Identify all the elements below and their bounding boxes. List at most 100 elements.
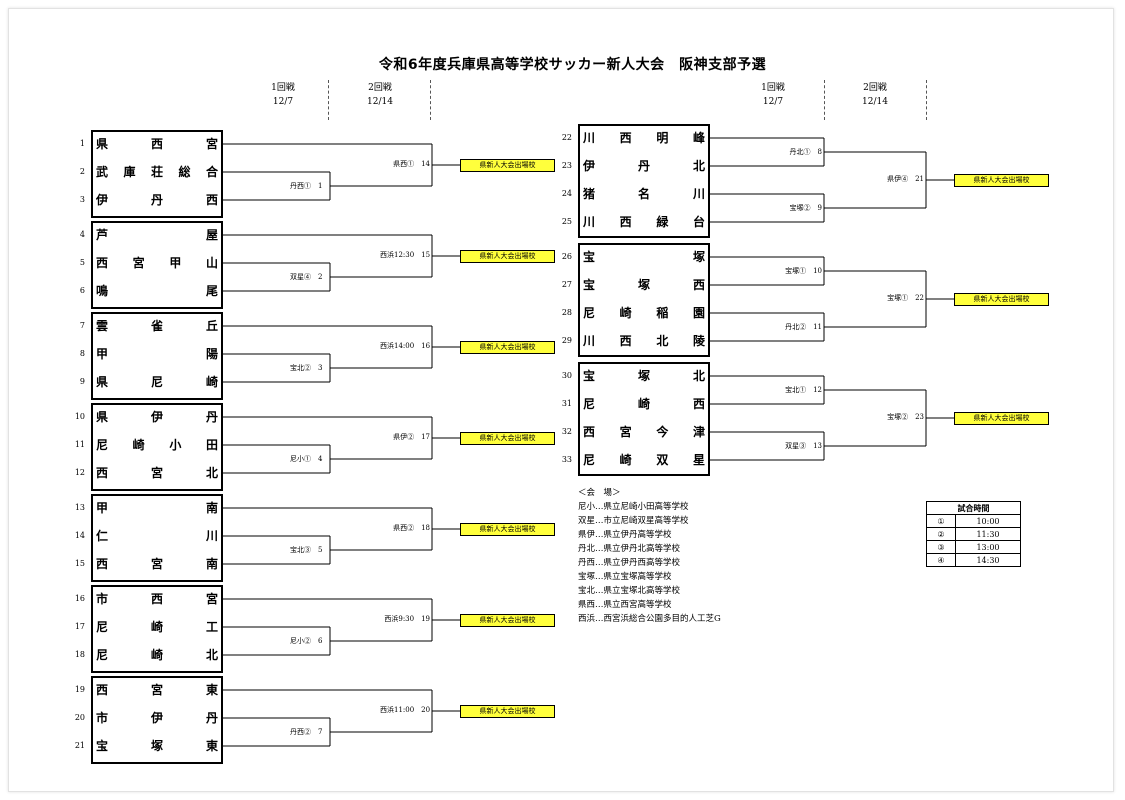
team-name-char: 宮	[150, 557, 163, 571]
second-match-label: 西浜12:30 15	[380, 251, 431, 259]
venue-item: 宝北…県立宝塚北高等学校	[578, 586, 681, 596]
team-name: 宝塚宝塚	[579, 243, 709, 271]
team-name-char: 南	[205, 501, 218, 515]
team-name-char: 明	[656, 131, 669, 145]
advance-badge: 県新人大会出場校	[460, 705, 555, 718]
advance-badge: 県新人大会出場校	[460, 341, 555, 354]
advance-badge: 県新人大会出場校	[954, 174, 1049, 187]
advance-badge: 県新人大会出場校	[460, 159, 555, 172]
team-name-char: 名	[637, 187, 650, 201]
seed-number: 18	[74, 650, 85, 659]
team-name: 西宮東西宮東	[92, 676, 222, 704]
team-name-char: 雀	[150, 319, 163, 333]
team-name-char: 崎	[150, 648, 163, 662]
team-name: 西宮甲山西宮甲山	[92, 249, 222, 277]
venue-item: 西浜…西宮浜総合公園多目的人工芝G	[578, 614, 721, 624]
time: 10:00	[955, 514, 1021, 528]
venue-heading: ＜会 場＞	[578, 488, 621, 498]
team-name-char: 塚	[692, 250, 705, 264]
team-name-char: 雲	[96, 319, 109, 333]
first-match-label: 丹西① 1	[290, 182, 323, 190]
team-name: 川西明峰川西明峰	[579, 124, 709, 152]
seed-number: 6	[79, 286, 85, 295]
first-match-label: 丹北② 11	[785, 323, 822, 331]
team-name-char: 塚	[150, 739, 163, 753]
team-name-char: 丘	[205, 319, 218, 333]
team-name-char: 尼	[150, 375, 163, 389]
team-name: 県西宮県西宮	[92, 130, 222, 158]
team-group	[578, 124, 710, 238]
team-name-char: 宮	[619, 425, 632, 439]
team-name-char: 尼	[583, 453, 596, 467]
seed-number: 11	[74, 440, 85, 449]
team-name-char: 尾	[205, 284, 218, 298]
team-name: 市西宮市西宮	[92, 585, 222, 613]
time: 13:00	[955, 540, 1021, 554]
team-name-char: 甲	[96, 347, 109, 361]
team-name: 尼崎稲園尼崎稲園	[579, 299, 709, 327]
team-name-char: 尼	[583, 306, 596, 320]
first-match-label: 宝北③ 5	[290, 546, 323, 554]
team-name-char: 甲	[96, 501, 109, 515]
team-name-char: 川	[583, 215, 596, 229]
team-name: 尼崎小田尼崎小田	[92, 431, 222, 459]
team-name-char: 県	[96, 137, 109, 151]
second-match-label: 西浜11:00 20	[380, 706, 431, 714]
team-name-char: 川	[205, 529, 218, 543]
first-match-label: 双星③ 13	[785, 442, 822, 450]
seed-number: 19	[74, 685, 85, 694]
seed-number: 28	[561, 308, 572, 317]
team-name-char: 伊	[150, 711, 163, 725]
team-name-char: 西	[583, 425, 596, 439]
team-name-char: 宮	[132, 256, 145, 270]
team-name: 尼崎西尼崎西	[579, 390, 709, 418]
team-name: 芦屋芦屋	[92, 221, 222, 249]
team-name-char: 西	[692, 397, 705, 411]
team-name-char: 県	[96, 410, 109, 424]
seed-number: 26	[561, 252, 572, 261]
team-name: 川西緑台川西緑台	[579, 208, 709, 236]
team-name-char: 荘	[150, 165, 163, 179]
team-name-char: 宝	[583, 278, 596, 292]
team-name-char: 崎	[637, 397, 650, 411]
team-name: 尼崎北尼崎北	[92, 641, 222, 669]
team-name-char: 工	[205, 620, 218, 634]
venue-item: 宝塚…県立宝塚高等学校	[578, 572, 672, 582]
team-name-char: 園	[692, 306, 705, 320]
team-name-char: 双	[656, 453, 669, 467]
first-match-label: 宝北① 12	[785, 386, 822, 394]
team-name: 県尼崎県尼崎	[92, 368, 222, 396]
seed-number: 12	[74, 468, 85, 477]
team-name: 武庫荘総合武庫荘総合	[92, 158, 222, 186]
team-name: 甲南甲南	[92, 494, 222, 522]
team-name-char: 市	[96, 592, 109, 606]
seed-number: 9	[79, 377, 85, 386]
team-name-char: 北	[692, 159, 705, 173]
seed-number: 22	[561, 133, 572, 142]
team-name-char: 山	[205, 256, 218, 270]
team-name: 市伊丹市伊丹	[92, 704, 222, 732]
team-name: 川西北陵川西北陵	[579, 327, 709, 355]
match-times-heading: 試合時間	[926, 501, 1021, 515]
seed-number: 31	[561, 399, 572, 408]
seed-number: 27	[561, 280, 572, 289]
team-name: 宝塚西宝塚西	[579, 271, 709, 299]
seed-number: 3	[79, 195, 85, 204]
team-name-char: 尼	[96, 648, 109, 662]
divider	[824, 80, 825, 120]
team-name-char: 宮	[150, 466, 163, 480]
second-match-label: 西浜9:30 19	[384, 615, 430, 623]
team-name-char: 西	[619, 131, 632, 145]
team-name-char: 北	[205, 648, 218, 662]
team-name-char: 丹	[637, 159, 650, 173]
team-name-char: 合	[205, 165, 218, 179]
team-name-char: 宝	[96, 739, 109, 753]
team-name: 宝塚東宝塚東	[92, 732, 222, 760]
seed-number: 29	[561, 336, 572, 345]
seed-number: 13	[74, 503, 85, 512]
team-name-char: 陵	[692, 334, 705, 348]
seed-number: 33	[561, 455, 572, 464]
team-name-char: 西	[96, 683, 109, 697]
